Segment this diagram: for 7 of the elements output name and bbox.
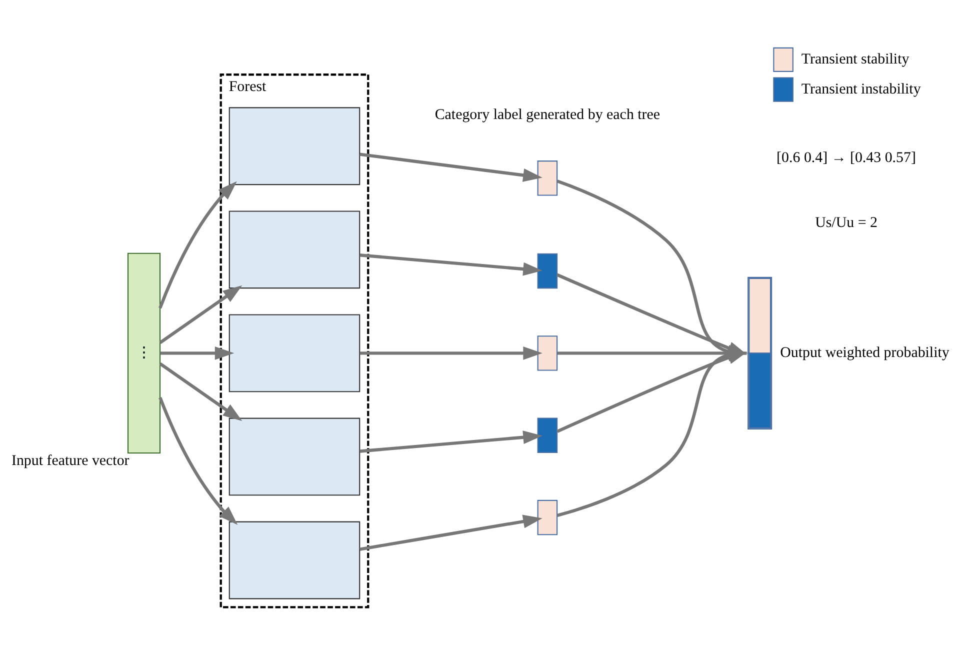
legend-label: Transient stability (801, 51, 910, 68)
label: [0.6 0.4] → [0.43 0.57] (776, 149, 916, 166)
node-label: Input feature vector (11, 452, 130, 468)
label: Us/Uu = 2 (815, 214, 878, 230)
node-label: Output weighted probability (780, 344, 950, 361)
legend-label: Transient instability (801, 81, 921, 98)
label: Category label generated by each tree (434, 106, 660, 123)
